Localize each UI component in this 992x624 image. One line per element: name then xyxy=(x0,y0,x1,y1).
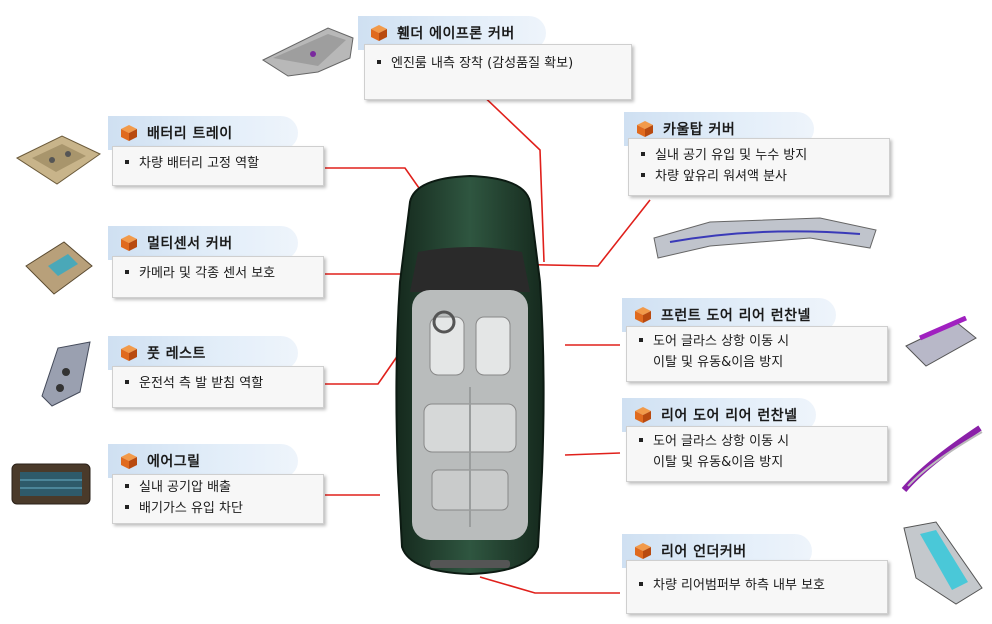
title-text: 배터리 트레이 xyxy=(147,126,233,142)
bullet-icon xyxy=(125,484,129,488)
leader-fender xyxy=(474,87,545,263)
callout-desc: 도어 글라스 상항 이동 시 이탈 및 유동&이음 방지 xyxy=(626,426,888,482)
title-text: 리어 도어 리어 런찬넬 xyxy=(661,408,798,424)
front-door-rear-channel-part xyxy=(905,316,977,367)
desc-line: 차량 배터리 고정 역할 xyxy=(139,156,260,171)
battery-tray-part xyxy=(15,135,101,185)
title-text: 에어그릴 xyxy=(147,454,201,470)
orange-cube-icon xyxy=(371,25,387,41)
desc-line: 차량 리어범퍼부 하측 내부 보호 xyxy=(653,578,826,593)
callout-title: 멀티센서 커버 xyxy=(108,226,298,260)
bullet-icon xyxy=(125,270,129,274)
callout-desc: 도어 글라스 상항 이동 시 이탈 및 유동&이음 방지 xyxy=(626,326,888,382)
orange-cube-icon xyxy=(637,121,653,137)
bullet-icon xyxy=(639,338,643,342)
title-text: 리어 언더커버 xyxy=(661,544,747,560)
bullet-icon xyxy=(641,173,645,177)
callout-desc: 차량 리어범퍼부 하측 내부 보호 xyxy=(626,560,888,614)
callout-desc: 카메라 및 각종 센서 보호 xyxy=(112,256,324,298)
desc-line: 이탈 및 유동&이음 방지 xyxy=(653,455,784,470)
callout-title: 배터리 트레이 xyxy=(108,116,298,150)
callout-desc: 엔진룸 내측 장착 (감성품질 확보) xyxy=(364,44,632,100)
car-top-view xyxy=(395,174,545,576)
bullet-icon xyxy=(639,438,643,442)
fender-apron-cover-part xyxy=(261,27,354,77)
callout-desc: 실내 공기압 배출 배기가스 유입 차단 xyxy=(112,474,324,524)
title-text: 프런트 도어 리어 런찬넬 xyxy=(661,308,811,324)
callout-desc: 운전석 측 발 받침 역할 xyxy=(112,366,324,408)
desc-line: 실내 공기압 배출 xyxy=(139,480,231,495)
callout-desc: 차량 배터리 고정 역할 xyxy=(112,146,324,186)
orange-cube-icon xyxy=(635,407,651,423)
callout-title: 풋 레스트 xyxy=(108,336,298,370)
cowl-top-cover-part xyxy=(653,217,877,259)
multi-sensor-cover-part xyxy=(25,241,93,295)
bullet-icon xyxy=(125,380,129,384)
orange-cube-icon xyxy=(121,125,137,141)
air-grille-part xyxy=(11,463,91,505)
bullet-icon xyxy=(125,160,129,164)
leader-rear-door xyxy=(564,452,621,456)
orange-cube-icon xyxy=(121,345,137,361)
title-text: 풋 레스트 xyxy=(147,346,206,362)
callout-title: 에어그릴 xyxy=(108,444,298,478)
title-text: 멀티센서 커버 xyxy=(147,236,233,252)
orange-cube-icon xyxy=(635,307,651,323)
desc-line: 엔진룸 내측 장착 (감성품질 확보) xyxy=(391,56,574,71)
orange-cube-icon xyxy=(635,543,651,559)
bullet-icon xyxy=(377,60,381,64)
desc-line: 배기가스 유입 차단 xyxy=(139,501,243,516)
leader-rear-under xyxy=(479,576,620,594)
desc-line: 도어 글라스 상항 이동 시 xyxy=(653,434,790,449)
title-text: 카울탑 커버 xyxy=(663,122,736,138)
bullet-icon xyxy=(125,505,129,509)
rear-door-rear-channel-part xyxy=(901,425,983,492)
desc-line: 도어 글라스 상항 이동 시 xyxy=(653,334,790,349)
desc-line: 차량 앞유리 워셔액 분사 xyxy=(655,169,787,184)
desc-line: 카메라 및 각종 센서 보호 xyxy=(139,266,276,281)
title-text: 휀더 에이프론 커버 xyxy=(397,26,515,42)
bullet-icon xyxy=(641,152,645,156)
orange-cube-icon xyxy=(121,453,137,469)
orange-cube-icon xyxy=(121,235,137,251)
bullet-icon xyxy=(639,582,643,586)
callout-title: 프런트 도어 리어 런찬넬 xyxy=(622,298,836,332)
foot-rest-part xyxy=(41,341,91,407)
desc-line: 운전석 측 발 받침 역할 xyxy=(139,376,264,391)
desc-line: 실내 공기 유입 및 누수 방지 xyxy=(655,148,808,163)
callout-desc: 실내 공기 유입 및 누수 방지 차량 앞유리 워셔액 분사 xyxy=(628,138,890,196)
desc-line: 이탈 및 유동&이음 방지 xyxy=(653,355,784,370)
rear-under-cover-part xyxy=(903,521,983,605)
